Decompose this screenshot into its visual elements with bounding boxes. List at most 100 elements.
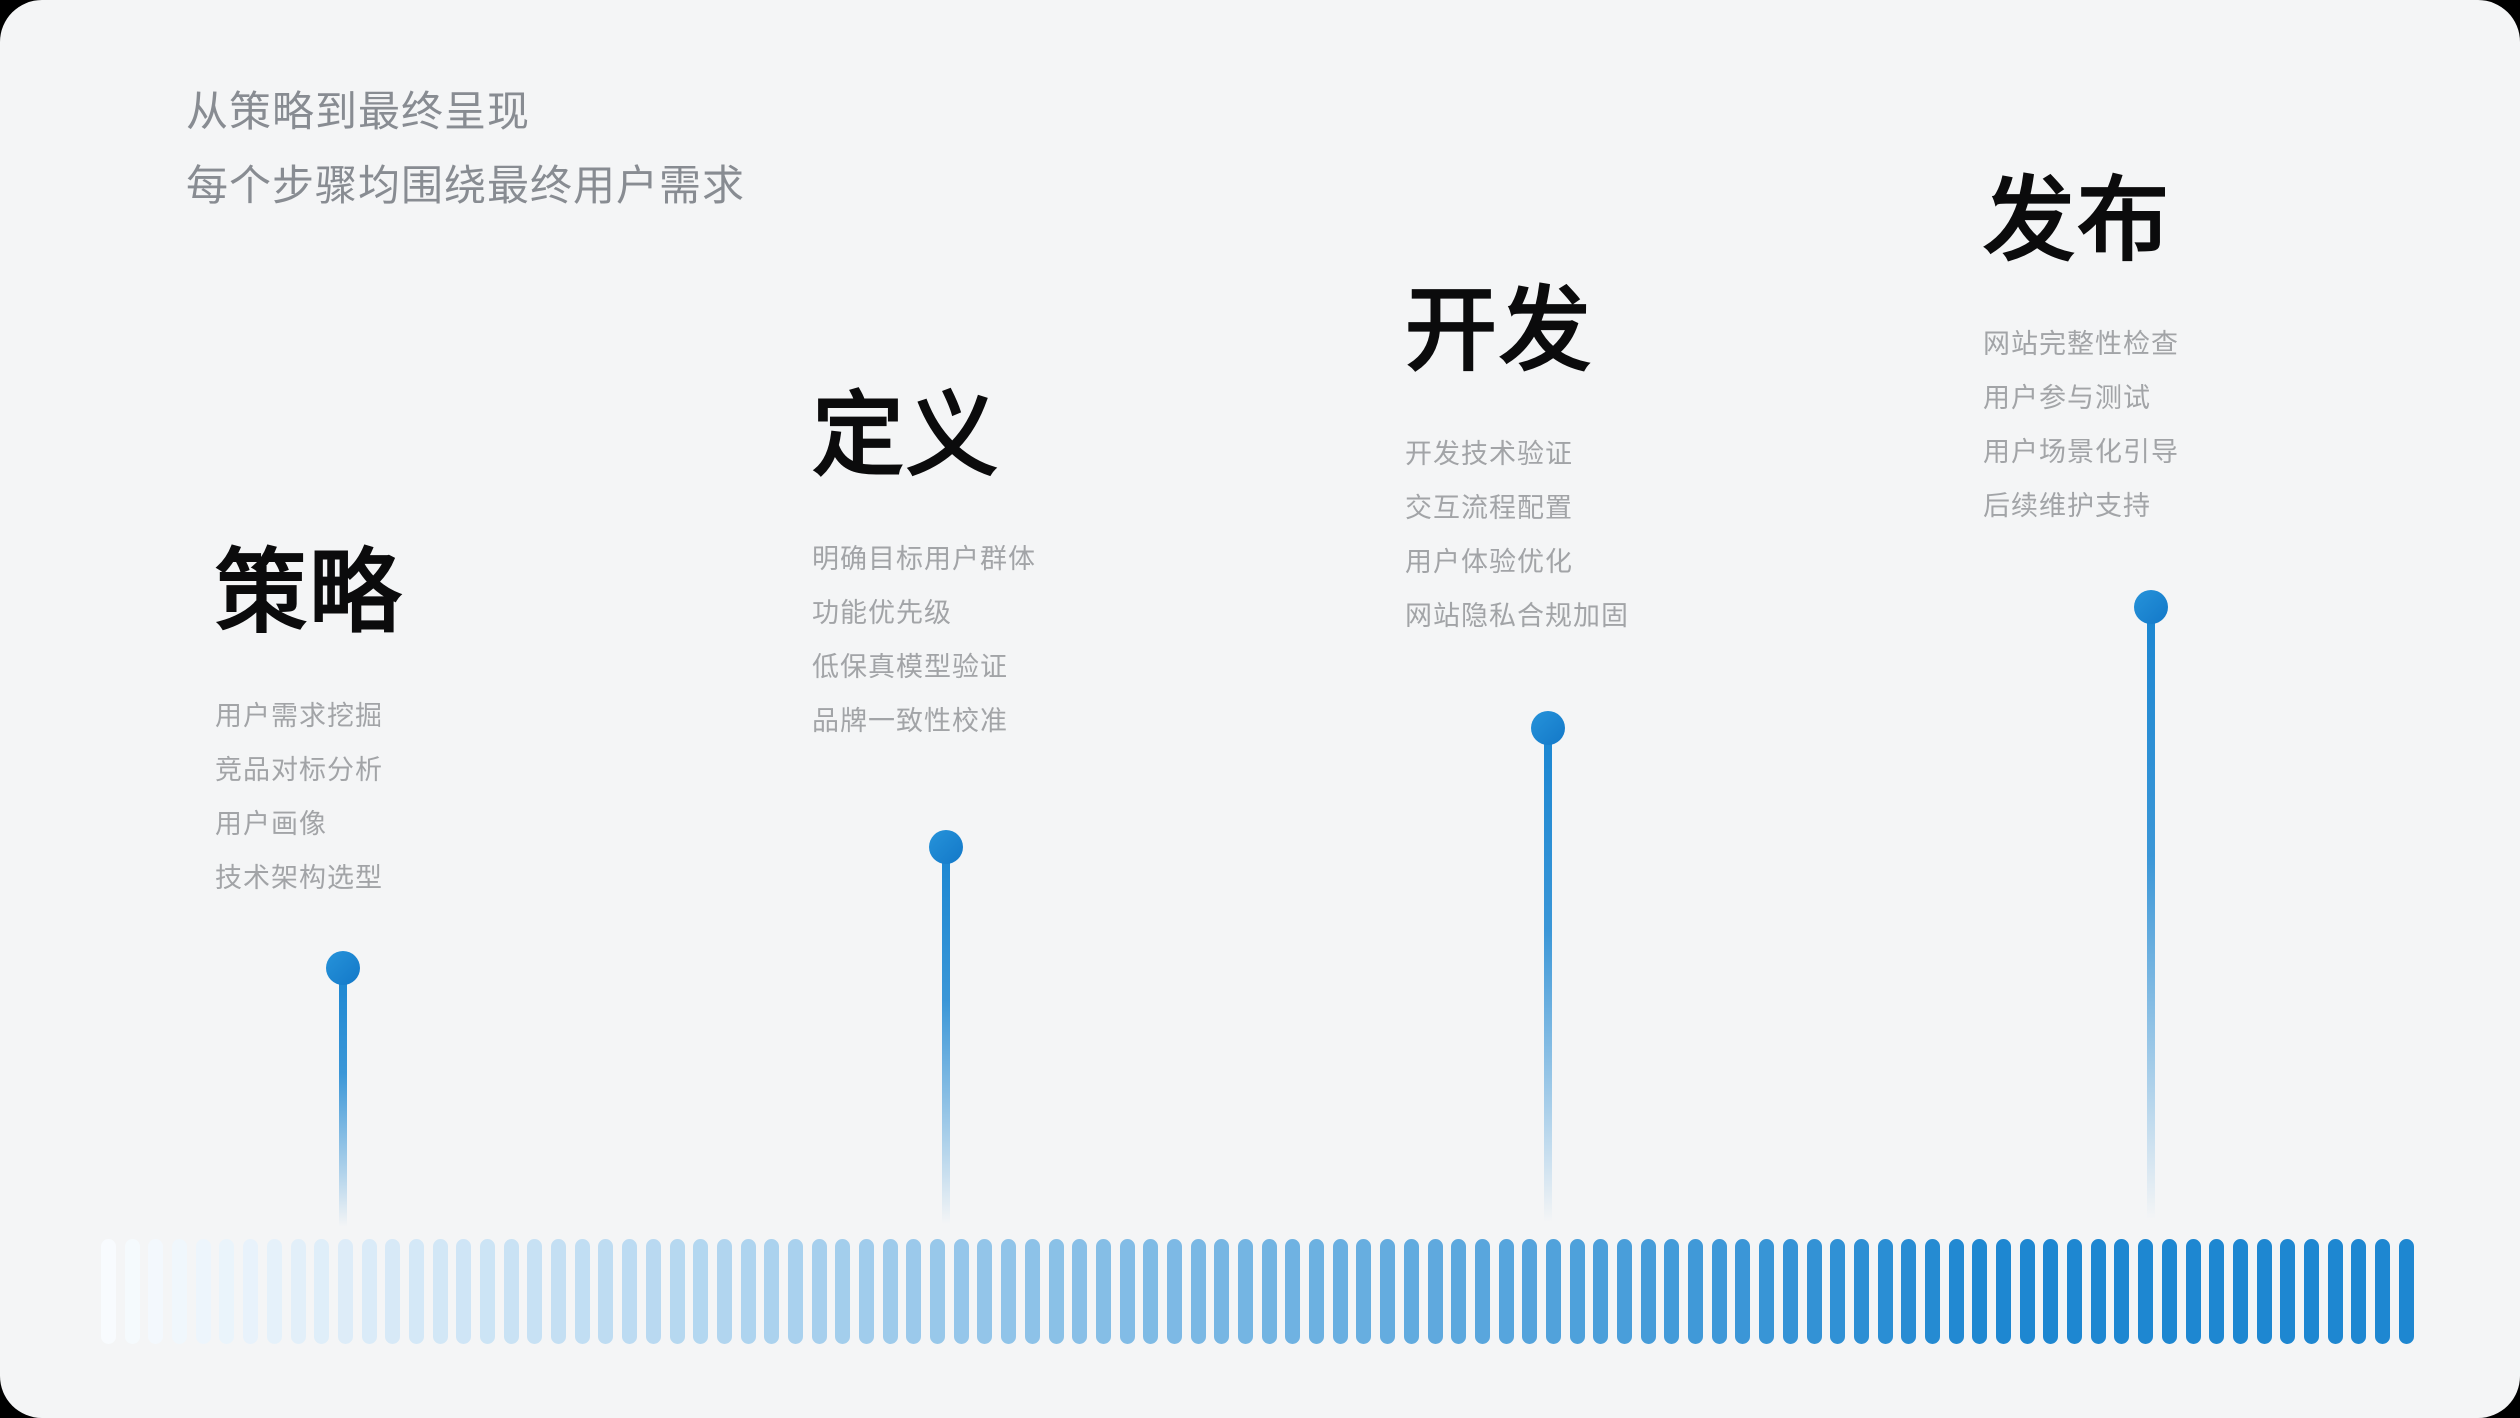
timeline-stripe: [764, 1239, 780, 1344]
timeline-stripe: [645, 1239, 661, 1344]
timeline-stripe: [859, 1239, 874, 1344]
timeline-stripe: [1735, 1239, 1751, 1344]
timeline-stripe: [1877, 1239, 1893, 1344]
timeline-stem-release: [2147, 607, 2155, 1232]
timeline-stripe: [1924, 1239, 1940, 1344]
timeline-stripe: [266, 1239, 282, 1344]
timeline-stripe: [361, 1239, 377, 1344]
timeline-stripe: [1119, 1239, 1135, 1344]
timeline-stripe: [1380, 1239, 1396, 1344]
timeline-stripe: [1830, 1239, 1846, 1344]
timeline-stripe: [953, 1239, 969, 1344]
timeline-stripe: [1545, 1239, 1561, 1344]
timeline-dot-definition: [929, 830, 963, 864]
timeline-stripe: [480, 1239, 495, 1344]
timeline-stem-strategy: [339, 968, 347, 1232]
timeline-stripe: [906, 1239, 922, 1344]
timeline-stripe: [1996, 1239, 2011, 1344]
timeline-stripe: [740, 1239, 756, 1344]
stage-definition-items: 明确目标用户群体 功能优先级 低保真模型验证 品牌一致性校准: [812, 532, 1332, 748]
timeline-stripe: [1143, 1239, 1159, 1344]
timeline-stripe: [195, 1239, 211, 1344]
timeline-stripe: [1451, 1239, 1467, 1344]
stage-item: 用户画像: [215, 809, 327, 839]
timeline-stripe: [1688, 1239, 1704, 1344]
timeline-stripe: [172, 1239, 188, 1344]
timeline-stripe: [1427, 1239, 1443, 1344]
stage-item: 用户需求挖掘: [215, 701, 383, 731]
timeline-stripe: [1261, 1239, 1277, 1344]
timeline-stripe: [243, 1239, 259, 1344]
timeline-stripe: [622, 1239, 638, 1344]
stage-item: 明确目标用户群体: [812, 544, 1036, 574]
stage-release-title: 发布: [1983, 170, 2172, 272]
timeline-stripe: [811, 1239, 827, 1344]
timeline-stripe: [1948, 1239, 1964, 1344]
timeline-stripe: [1569, 1239, 1585, 1344]
timeline-stripe: [1498, 1239, 1514, 1344]
stage-item: 网站完整性检查: [1983, 329, 2179, 359]
timeline-stripe: [1309, 1239, 1325, 1344]
stage-strategy-title: 策略: [215, 542, 404, 644]
stage-development-items: 开发技术验证 交互流程配置 用户体验优化 网站隐私合规加固: [1405, 427, 1925, 643]
timeline-stripe: [1001, 1239, 1017, 1344]
timeline-stripe: [1640, 1239, 1656, 1344]
timeline-stripe: [1214, 1239, 1230, 1344]
stage-item: 后续维护支持: [1983, 491, 2151, 521]
timeline-stripe-bar: [101, 1239, 2415, 1344]
stage-definition: 定义 明确目标用户群体 功能优先级 低保真模型验证 品牌一致性校准: [812, 388, 1332, 748]
timeline-stripe: [1972, 1239, 1988, 1344]
timeline-stripe: [2303, 1239, 2319, 1344]
timeline-stripe: [977, 1239, 993, 1344]
timeline-stripe: [1664, 1239, 1680, 1344]
timeline-stripe: [2090, 1239, 2106, 1344]
timeline-dot-development: [1531, 711, 1565, 745]
timeline-stripe: [1024, 1239, 1040, 1344]
timeline-stripe: [1356, 1239, 1372, 1344]
timeline-stem-definition: [942, 847, 950, 1232]
timeline-stripe: [2398, 1239, 2414, 1344]
timeline-stripe: [1593, 1239, 1609, 1344]
timeline-stripe: [930, 1239, 946, 1344]
timeline-stripe: [1901, 1239, 1917, 1344]
timeline-stripe: [1072, 1239, 1088, 1344]
stage-item: 用户参与测试: [1983, 383, 2151, 413]
timeline-stripe: [337, 1239, 353, 1344]
timeline-stripe: [693, 1239, 709, 1344]
timeline-stripe: [1166, 1239, 1182, 1344]
timeline-stripe: [2280, 1239, 2296, 1344]
timeline-stripe: [1522, 1239, 1538, 1344]
timeline-stem-development: [1544, 728, 1552, 1232]
timeline-stripe: [1853, 1239, 1869, 1344]
timeline-stripe: [1285, 1239, 1301, 1344]
stage-definition-title: 定义: [812, 385, 1001, 487]
timeline-stripe: [598, 1239, 614, 1344]
stage-item: 用户体验优化: [1405, 547, 1573, 577]
stage-item: 交互流程配置: [1405, 493, 1573, 523]
timeline-stripe: [314, 1239, 330, 1344]
stage-release-items: 网站完整性检查 用户参与测试 用户场景化引导 后续维护支持: [1983, 317, 2503, 533]
timeline-stripe: [2256, 1239, 2272, 1344]
timeline-stripe: [1095, 1239, 1111, 1344]
stage-item: 开发技术验证: [1405, 439, 1573, 469]
timeline-stripe: [1403, 1239, 1419, 1344]
stage-item: 功能优先级: [812, 598, 952, 628]
page-subtitle: 从策略到最终呈现 每个步骤均围绕最终用户需求: [186, 75, 745, 223]
timeline-stripe: [2209, 1239, 2225, 1344]
timeline-dot-strategy: [326, 951, 360, 985]
stage-development: 开发 开发技术验证 交互流程配置 用户体验优化 网站隐私合规加固: [1405, 283, 1925, 643]
timeline-stripe: [456, 1239, 472, 1344]
timeline-stripe: [2232, 1239, 2248, 1344]
timeline-stripe: [1048, 1239, 1064, 1344]
timeline-stripe: [148, 1239, 164, 1344]
timeline-dot-release: [2134, 590, 2168, 624]
stage-item: 竞品对标分析: [215, 755, 383, 785]
timeline-stripe: [2114, 1239, 2130, 1344]
subtitle-line-1: 从策略到最终呈现: [186, 88, 531, 135]
timeline-stripe: [290, 1239, 306, 1344]
subtitle-line-2: 每个步骤均围绕最终用户需求: [186, 162, 746, 209]
timeline-stripe: [2185, 1239, 2201, 1344]
stage-item: 低保真模型验证: [812, 652, 1008, 682]
timeline-stripe: [2138, 1239, 2154, 1344]
